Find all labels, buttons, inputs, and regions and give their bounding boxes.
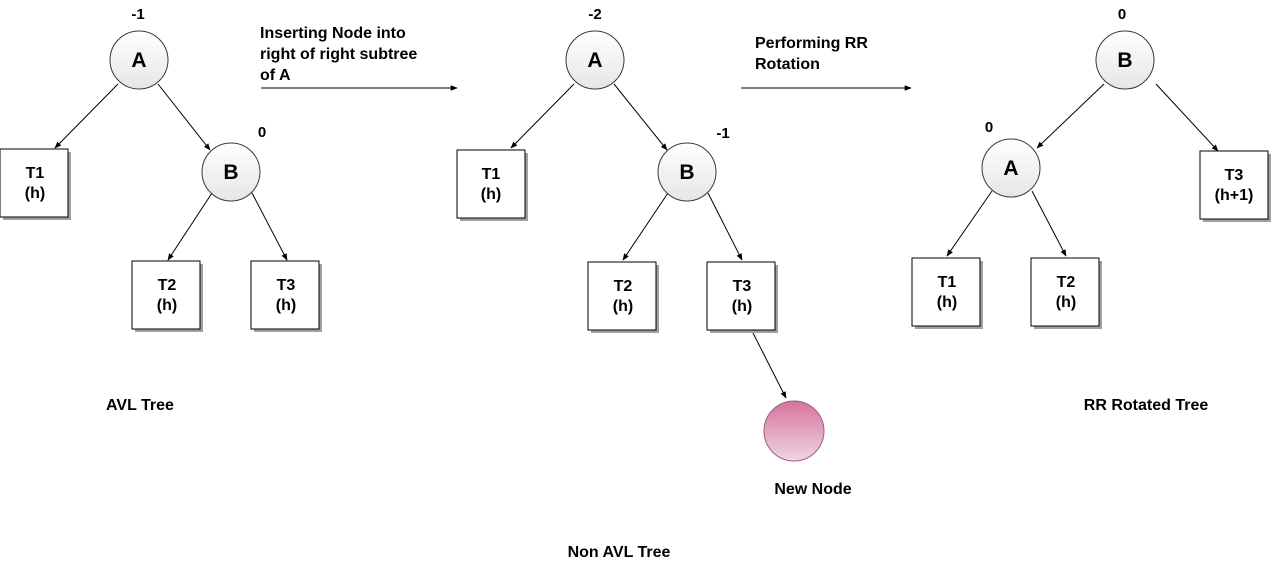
subtree-t3-height: (h) [732, 298, 752, 315]
edge-b-t3 [1155, 83, 1219, 152]
subtree-t2-name: T2 [158, 277, 177, 294]
subtree-t1-name: T1 [938, 274, 957, 291]
subtree-t1-height: (h) [481, 186, 501, 203]
edge-b-t2 [167, 192, 213, 261]
subtree-t3: T3 (h) [706, 261, 778, 333]
edge-a-t1 [510, 83, 575, 149]
node-b-label: B [1117, 49, 1132, 72]
node-b-balance: -1 [716, 125, 729, 142]
subtree-t2: T2 (h) [587, 261, 659, 333]
subtree-t2-name: T2 [1057, 274, 1076, 291]
edge-b-t3 [707, 192, 743, 261]
new-node [763, 400, 825, 462]
subtree-t2-height: (h) [613, 298, 633, 315]
subtree-t3: T3 (h) [250, 260, 322, 332]
subtree-t3-name: T3 [1225, 167, 1244, 184]
subtree-t2-height: (h) [1056, 294, 1076, 311]
new-node-label: New Node [774, 481, 851, 498]
node-b-label: B [223, 161, 238, 184]
node-a: A [981, 138, 1041, 198]
node-b: B [657, 142, 717, 202]
rotated-tree-caption: RR Rotated Tree [1084, 397, 1209, 414]
avl-tree: A -1 B 0 T1 (h) T2 (h) T3 (h) AVL Tree [0, 6, 322, 414]
node-a-label: A [587, 49, 602, 72]
edge-a-b [157, 83, 211, 151]
edge-b-a [1036, 83, 1105, 149]
node-b: B [201, 142, 261, 202]
rotated-tree: B 0 A 0 T3 (h+1) T1 (h) T2 (h) RR Rotate… [911, 6, 1271, 414]
subtree-t3: T3 (h+1) [1199, 150, 1271, 222]
node-a: A [565, 30, 625, 90]
edge-a-t1 [54, 83, 119, 149]
rotate-transition: Performing RR Rotation [741, 35, 912, 91]
subtree-t2: T2 (h) [1030, 257, 1102, 329]
subtree-t1-name: T1 [26, 165, 45, 182]
node-b-balance: 0 [258, 124, 266, 141]
subtree-t1: T1 (h) [911, 257, 983, 329]
subtree-t2-name: T2 [614, 278, 633, 295]
node-a-balance: -1 [131, 6, 144, 23]
node-b-label: B [679, 161, 694, 184]
subtree-t1: T1 (h) [0, 148, 71, 220]
edge-b-t2 [622, 192, 669, 261]
subtree-t2: T2 (h) [131, 260, 203, 332]
edge-a-t1 [946, 190, 993, 257]
rotate-label-line1: Performing RR [755, 35, 868, 52]
edge-a-b [613, 83, 668, 151]
insert-transition: Inserting Node into right of right subtr… [260, 25, 458, 91]
node-b-balance: 0 [1118, 6, 1126, 23]
subtree-t3-height: (h+1) [1215, 187, 1254, 204]
subtree-t3-name: T3 [733, 278, 752, 295]
node-a-label: A [1003, 157, 1018, 180]
edge-b-t3 [251, 192, 288, 261]
non-avl-tree-caption: Non AVL Tree [568, 544, 671, 561]
edge-t3-new-node [752, 332, 787, 399]
edge-a-t2 [1031, 190, 1067, 257]
insert-label-line1: Inserting Node into [260, 25, 406, 42]
insert-label-line2: right of right subtree [260, 46, 417, 63]
subtree-t1-height: (h) [25, 185, 45, 202]
subtree-t3-name: T3 [277, 277, 296, 294]
subtree-t3-height: (h) [276, 297, 296, 314]
subtree-t1-height: (h) [937, 294, 957, 311]
avl-tree-caption: AVL Tree [106, 397, 174, 414]
subtree-t2-height: (h) [157, 297, 177, 314]
subtree-t1: T1 (h) [456, 149, 528, 221]
node-b: B [1095, 30, 1155, 90]
subtree-t1-name: T1 [482, 166, 501, 183]
rotate-label-line2: Rotation [755, 56, 820, 73]
node-a-balance: -2 [588, 6, 601, 23]
node-a: A [109, 30, 169, 90]
node-a-label: A [131, 49, 146, 72]
insert-label-line3: of A [260, 67, 291, 84]
node-a-balance: 0 [985, 119, 993, 136]
non-avl-tree: A -2 B -1 T1 (h) T2 (h) T3 (h) N [456, 6, 852, 561]
